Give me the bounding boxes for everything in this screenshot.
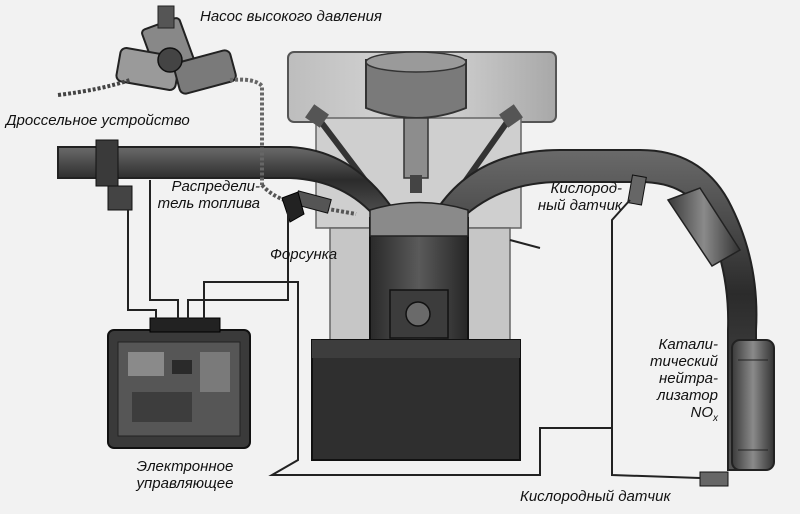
label-ecu-line1: Электронное — [136, 458, 234, 475]
label-injector: Форсунка — [270, 246, 338, 263]
label-catalyst-line1: Катали- — [658, 336, 718, 353]
wiring — [127, 180, 701, 479]
label-catalyst-line4: лизатор — [657, 387, 718, 404]
valve-cap — [365, 51, 467, 193]
label-catalyst-nox: NO — [690, 404, 714, 421]
crankcase — [311, 339, 521, 461]
oxygen-sensor-top — [627, 174, 647, 206]
catalytic-converter — [731, 339, 775, 471]
label-oxygen-sensor-top-line1: Кислород- — [550, 180, 622, 197]
label-catalyst-line3: нейтра- — [659, 370, 718, 387]
label-fuel-distributor-line2: тель топлива — [157, 195, 260, 212]
cylinder — [369, 201, 469, 341]
label-fuel-distributor-line1: Распредели- — [171, 178, 260, 195]
label-oxygen-sensor-top-line2: ный датчик — [537, 197, 622, 214]
label-ecu-line2: управляющее — [136, 475, 234, 492]
label-catalyst-subscript: x — [713, 413, 718, 424]
label-oxygen-sensor-bottom: Кислородный датчик — [520, 488, 671, 505]
label-fuel-distributor: Распредели- тель топлива — [152, 178, 260, 212]
label-throttle-device: Дроссельное устройство — [6, 112, 190, 129]
label-catalyst-line5: NOx — [638, 404, 719, 427]
label-ecu: Электронное управляющее — [110, 458, 260, 492]
high-pressure-pump — [57, 5, 264, 185]
label-oxygen-sensor-top: Кислород- ный датчик — [522, 180, 622, 214]
ecu-box — [107, 317, 251, 449]
label-high-pressure-pump: Насос высокого давления — [200, 8, 382, 25]
oxygen-sensor-bottom — [699, 471, 729, 487]
label-catalytic-converter: Катали- тический нейтра- лизатор NOx — [638, 336, 718, 427]
label-catalyst-line2: тический — [649, 353, 718, 370]
exhaust-canister — [666, 187, 742, 267]
